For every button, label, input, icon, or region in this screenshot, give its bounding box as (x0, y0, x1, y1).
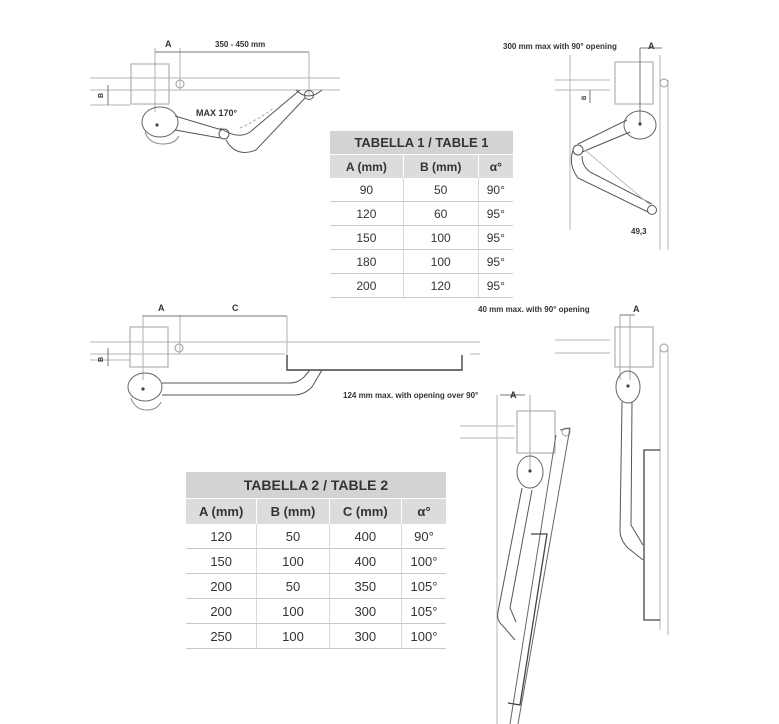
table-row: 120 50 400 90° (186, 524, 446, 549)
table-row: 120 60 95° (330, 201, 513, 226)
diagram-1-standard-arm (90, 48, 340, 153)
diagram-4-opening-over-90 (460, 394, 571, 724)
cell: 90° (400, 524, 446, 549)
dim-b-label-3: B (98, 357, 105, 362)
cell: 400 (328, 548, 402, 574)
table-2-header-c: C (mm) (328, 498, 402, 524)
diagram-5-90-opening-sliding (555, 314, 669, 635)
diagram-3-sliding-arm (90, 315, 480, 411)
cell: 250 (186, 623, 257, 649)
dim-b-label: B (98, 93, 105, 98)
cell: 50 (256, 573, 330, 599)
cell: 150 (330, 225, 404, 250)
table-1: TABELLA 1 / TABLE 1 A (mm) B (mm) α° 90 … (330, 131, 513, 298)
cell: 120 (330, 201, 404, 226)
cell: 120 (186, 524, 257, 549)
cell: 300 (328, 623, 402, 649)
table-row: 250 100 300 100° (186, 623, 446, 649)
diagram-2-90-opening (555, 47, 669, 250)
table-2-header-alpha: α° (400, 498, 446, 524)
table-row: 180 100 95° (330, 249, 513, 274)
cell: 180 (330, 249, 404, 274)
cell: 105° (400, 573, 446, 599)
table-row: 90 50 90° (330, 178, 513, 202)
cell: 100 (256, 623, 330, 649)
table-row: 150 100 95° (330, 225, 513, 250)
cell: 105° (400, 598, 446, 624)
table-2-header-a: A (mm) (186, 498, 257, 524)
note-124mm: 124 mm max. with opening over 90° (343, 391, 478, 400)
cell: 95° (477, 225, 513, 250)
dim-a-label-5: A (633, 304, 640, 314)
table-1-header-b: B (mm) (402, 154, 479, 178)
note-300mm: 300 mm max with 90° opening (503, 42, 617, 51)
table-2: TABELLA 2 / TABLE 2 A (mm) B (mm) C (mm)… (186, 472, 446, 649)
table-2-header-b: B (mm) (256, 498, 330, 524)
cell: 150 (186, 548, 257, 574)
dim-range-label: 350 - 450 mm (215, 40, 265, 49)
cell: 300 (328, 598, 402, 624)
table-1-title: TABELLA 1 / TABLE 1 (330, 131, 513, 155)
dim-a-label-4: A (510, 390, 517, 400)
cell: 200 (330, 273, 404, 298)
cell: 100 (256, 548, 330, 574)
dim-a-label-3: A (158, 303, 165, 313)
cell: 200 (186, 598, 257, 624)
dim-c-label: C (232, 303, 239, 313)
cell: 400 (328, 524, 402, 549)
table-row: 200 100 300 105° (186, 598, 446, 624)
table-row: 150 100 400 100° (186, 548, 446, 574)
dim-b-label-2: B (582, 95, 588, 100)
cell: 120 (402, 273, 479, 298)
cell: 100 (402, 249, 479, 274)
cell: 100 (256, 598, 330, 624)
cell: 100° (400, 623, 446, 649)
cell: 50 (402, 178, 479, 202)
cell: 95° (477, 249, 513, 274)
cell: 100° (400, 548, 446, 574)
cell: 95° (477, 273, 513, 298)
cell: 50 (256, 524, 330, 549)
dim-a-label: A (165, 39, 172, 49)
dim-a-label-2: A (648, 41, 655, 51)
cell: 100 (402, 225, 479, 250)
cell: 95° (477, 201, 513, 226)
table-row: 200 50 350 105° (186, 573, 446, 599)
dim-49-3-label: 49,3 (631, 227, 647, 236)
cell: 90 (330, 178, 404, 202)
table-1-header-alpha: α° (477, 154, 513, 178)
angle-label: MAX 170° (196, 108, 238, 118)
table-2-title: TABELLA 2 / TABLE 2 (186, 472, 446, 499)
cell: 200 (186, 573, 257, 599)
table-1-header-a: A (mm) (330, 154, 404, 178)
cell: 90° (477, 178, 513, 202)
note-40mm: 40 mm max. with 90° opening (478, 305, 590, 314)
table-row: 200 120 95° (330, 273, 513, 298)
cell: 350 (328, 573, 402, 599)
cell: 60 (402, 201, 479, 226)
